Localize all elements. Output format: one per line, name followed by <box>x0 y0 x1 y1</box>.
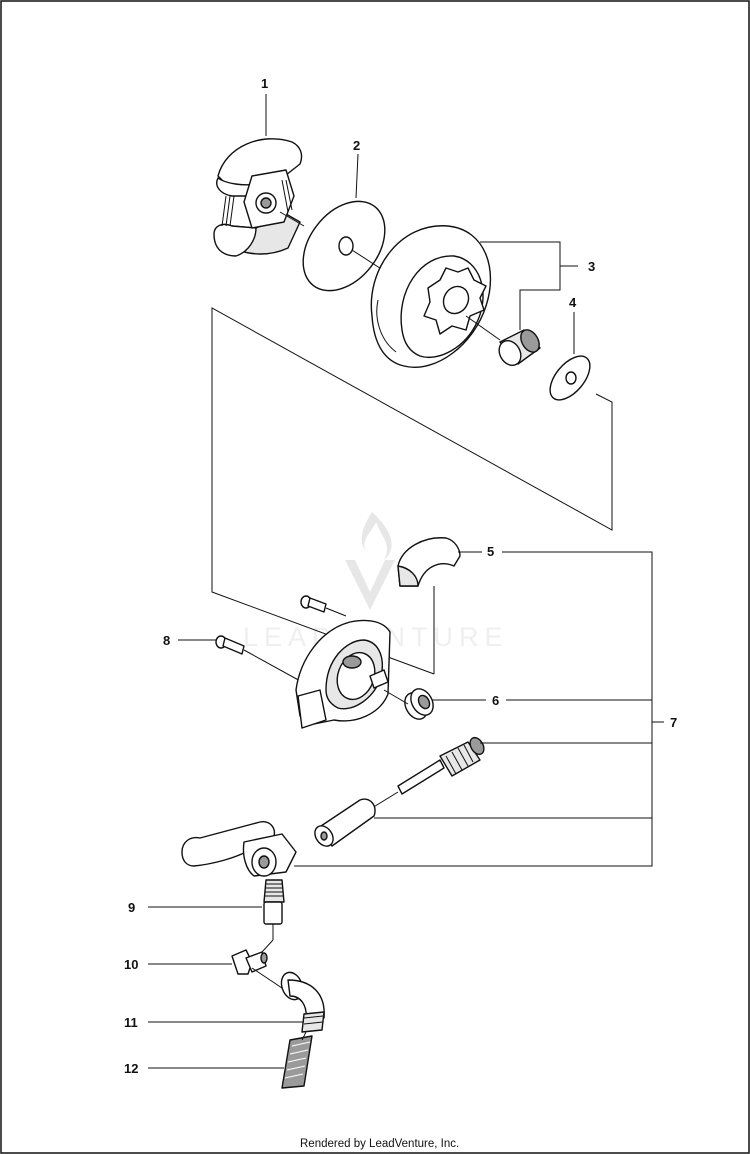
callout-6: 6 <box>492 693 499 708</box>
callout-2: 2 <box>353 138 360 153</box>
pump-nozzle-part <box>263 879 285 940</box>
callout-3: 3 <box>588 259 595 274</box>
clutch-part <box>213 138 303 257</box>
watermark-flame-icon <box>361 512 392 560</box>
screw-upper-part <box>300 595 327 613</box>
needle-bearing-part <box>498 329 541 367</box>
oil-pump-housing-part <box>295 619 391 729</box>
callout-8: 8 <box>163 633 170 648</box>
clutch-drum-part <box>370 225 492 368</box>
callout-12: 12 <box>124 1061 138 1076</box>
spring-part <box>404 688 434 720</box>
callout-9: 9 <box>128 900 135 915</box>
callout-1: 1 <box>261 76 268 91</box>
small-washer-part <box>549 355 591 401</box>
worm-shaft-part <box>397 736 485 795</box>
pump-plunger-part <box>314 798 376 847</box>
footer-credit: Rendered by LeadVenture, Inc. <box>300 1138 459 1150</box>
callout-4: 4 <box>569 295 577 310</box>
assembly-bracket <box>211 307 613 675</box>
callout-11: 11 <box>124 1015 138 1030</box>
watermark-v-icon <box>345 560 395 610</box>
elbow-fitting-part <box>231 939 274 975</box>
washer-part <box>302 200 386 292</box>
suction-hose-part <box>251 967 325 1033</box>
leader-3 <box>480 241 578 330</box>
leader-7-bracket <box>294 551 664 867</box>
oil-filter-part <box>281 1031 313 1089</box>
callout-10: 10 <box>124 957 138 972</box>
leader-2 <box>355 153 359 199</box>
callout-7: 7 <box>670 715 677 730</box>
oil-lever-part <box>181 821 297 877</box>
callout-5: 5 <box>487 544 494 559</box>
shoe-cover-part <box>397 537 461 587</box>
screw-lower-part <box>215 635 245 655</box>
